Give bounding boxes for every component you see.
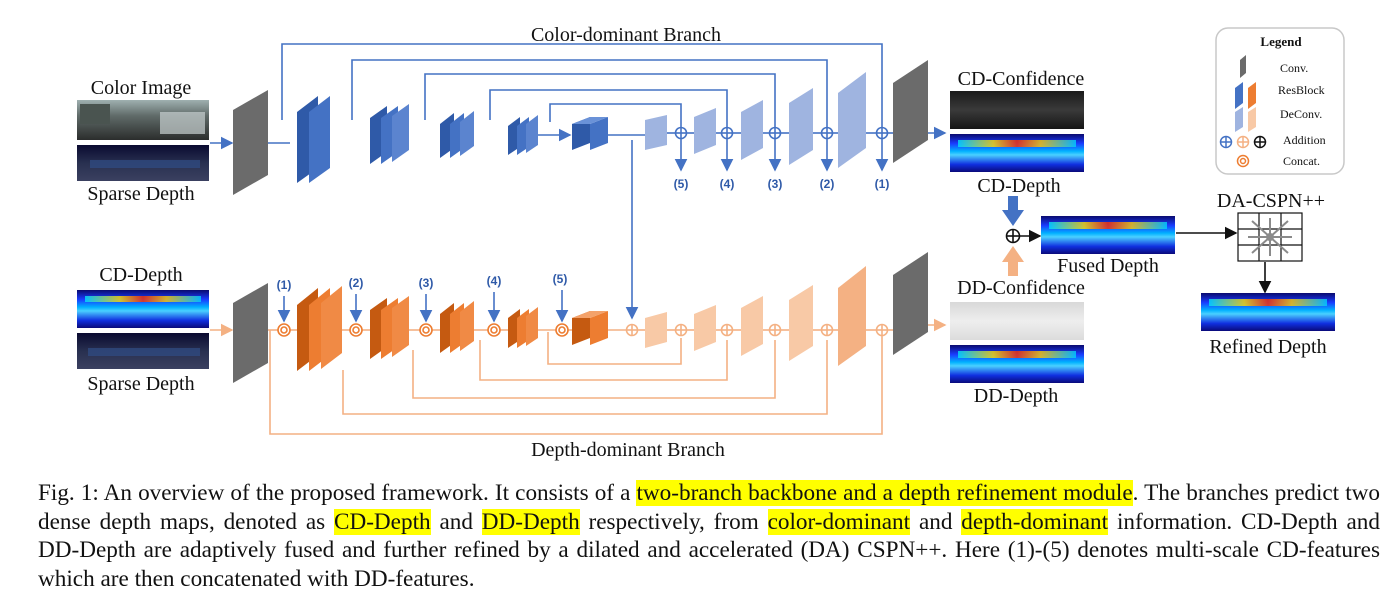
caption-highlight-4: color-dominant [767,508,911,535]
legend: Legend Conv. ResBlock DeConv. Addition C… [1215,27,1345,175]
cspn-propagation-icon [1248,218,1292,256]
deconv-bottom-3 [741,296,763,356]
cspn-label: DA-CSPN++ [1217,190,1325,212]
depth-branch-skips [210,318,947,435]
fused-depth-map [1041,216,1175,254]
legend-deconv-icon [1235,107,1256,132]
fuse-addition-node [1005,228,1021,244]
caption-highlight-5: depth-dominant [961,508,1109,535]
scale-mark-bottom-5: (5) [553,272,568,286]
resblock-top-4 [508,115,538,155]
scale-mark-top-1: (1) [875,177,890,191]
legend-title: Legend [1260,34,1302,49]
caption-highlight-3: DD-Depth [481,508,580,535]
addition-nodes-top [674,126,889,140]
fused-depth-label: Fused Depth [1057,255,1159,277]
conv-block-top-in [233,90,268,195]
scale-mark-bottom-1: (1) [277,278,292,292]
legend-resblock-icon [1235,82,1256,109]
refined-depth-label: Refined Depth [1209,336,1326,358]
dd-confidence-map [950,302,1084,340]
caption-text-3: and [430,508,482,535]
resblock-bottom-2 [370,296,409,359]
caption-text-4: respectively, from [579,508,768,535]
conv-block-top-out [893,60,928,163]
scale-mark-bottom-2: (2) [349,276,364,290]
scale-mark-bottom-3: (3) [419,276,434,290]
legend-concat-icon [1236,154,1250,168]
cd-depth-output-label: CD-Depth [977,175,1060,197]
legend-concat-label: Concat. [1283,154,1320,168]
dd-depth-output-label: DD-Depth [974,385,1058,407]
scale-inputs-bottom [277,290,569,323]
legend-addition-icons [1219,135,1267,149]
resblock-top-3 [440,111,474,158]
deconv-top-1 [645,115,667,150]
deconv-top-4 [789,88,813,165]
sparse-depth-label-bottom: Sparse Depth [87,373,194,395]
scale-mark-bottom-4: (4) [487,274,502,288]
resblock-bottom-5 [572,311,608,345]
dd-depth-map [950,345,1084,383]
caption-text-1: Fig. 1: An overview of the proposed fram… [38,480,637,506]
caption-text-2: . The branches predict two dense depth m… [38,480,1380,535]
refined-depth-map [1201,293,1335,331]
deconv-bottom-4 [789,285,813,361]
depth-branch-label: Depth-dominant Branch [531,439,725,461]
resblock-bottom-3 [440,301,474,353]
addition-nodes-bottom [625,323,889,337]
caption-text-5: and [910,508,962,535]
resblock-bottom-1 [297,286,342,371]
color-image-thumbnail [77,100,209,140]
deconv-bottom-1 [645,312,667,348]
deconv-top-2 [694,108,716,154]
sparse-depth-thumbnail-bottom [77,333,209,369]
fuse-arrow-dd [1002,246,1024,276]
legend-addition-label: Addition [1283,133,1326,147]
concat-nodes [277,323,569,337]
sparse-depth-thumbnail [77,145,209,181]
resblock-top-5 [572,117,608,150]
fuse-arrow-cd [1002,196,1024,226]
color-image-label: Color Image [91,77,192,99]
scale-outputs-top [674,139,889,172]
scale-mark-top-4: (4) [720,177,735,191]
cd-depth-input-thumbnail [77,290,209,328]
framework-diagram: Color-dominant Branch Depth-dominant Bra… [77,24,1345,461]
color-branch-label: Color-dominant Branch [531,24,721,46]
scale-mark-top-3: (3) [768,177,783,191]
cd-depth-input-label: CD-Depth [99,264,182,286]
conv-block-bottom-out [893,252,928,355]
caption-highlight-1: two-branch backbone and a depth refineme… [636,480,1133,506]
figure-caption: Fig. 1: An overview of the proposed fram… [38,479,1380,593]
legend-conv-label: Conv. [1280,61,1308,75]
legend-conv-icon [1240,55,1246,78]
deconv-top-5 [838,72,866,168]
scale-mark-top-2: (2) [820,177,835,191]
scale-mark-top-5: (5) [674,177,689,191]
sparse-depth-label-top: Sparse Depth [87,183,194,205]
deconv-top-3 [741,100,763,160]
cd-confidence-label: CD-Confidence [958,68,1085,90]
dd-confidence-label: DD-Confidence [957,277,1085,299]
resblock-bottom-4 [508,307,538,348]
conv-block-bottom-in [233,283,268,383]
caption-highlight-2: CD-Depth [334,508,431,535]
deconv-bottom-5 [838,266,866,366]
cd-depth-map [950,134,1084,172]
cd-confidence-map [950,91,1084,129]
resblock-top-2 [370,104,409,164]
legend-resblock-label: ResBlock [1278,83,1325,97]
deconv-bottom-2 [694,305,716,351]
resblock-top-1 [297,96,330,183]
caption-text-6: information. CD-Depth and DD-Depth are a… [38,508,1380,592]
legend-deconv-label: DeConv. [1280,107,1322,121]
color-branch-skips [210,43,947,150]
